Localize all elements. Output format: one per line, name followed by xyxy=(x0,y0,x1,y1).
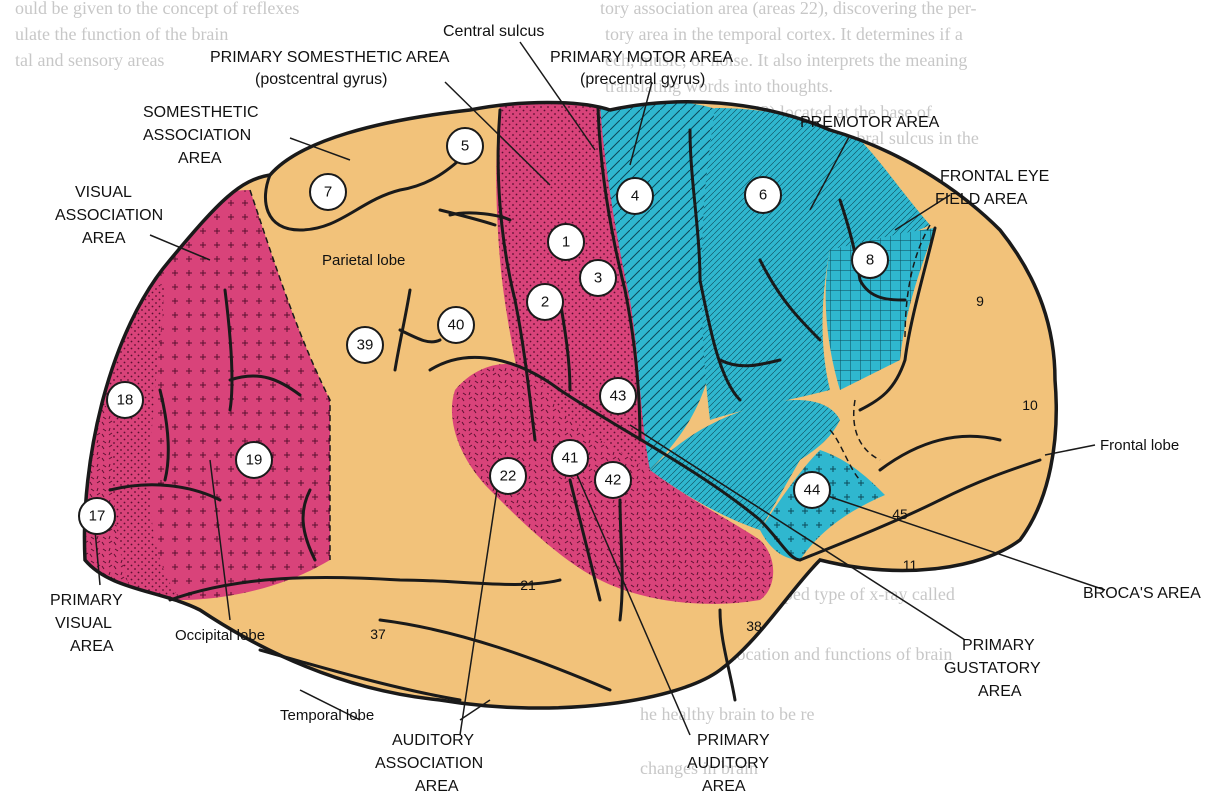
area-42-marker: 42 xyxy=(595,462,631,498)
area-38-number: 38 xyxy=(746,618,762,634)
area-1-number: 1 xyxy=(562,234,570,251)
area-18-number: 18 xyxy=(117,392,134,409)
label-auditory-assoc-l2: ASSOCIATION xyxy=(375,755,483,772)
label-auditory-assoc-l1: AUDITORY xyxy=(392,732,474,749)
area-41-number: 41 xyxy=(562,450,579,467)
label-primary-auditory-l3: AREA xyxy=(702,778,746,795)
svg-text:ould be given to the concept o: ould be given to the concept of reflexes xyxy=(15,0,299,18)
area-6-number: 6 xyxy=(759,187,767,204)
area-45-number: 45 xyxy=(892,506,908,522)
label-visual-assoc-l2: ASSOCIATION xyxy=(55,207,163,224)
label-auditory-assoc-l3: AREA xyxy=(415,778,459,795)
label-primary-somesthetic-l1: PRIMARY SOMESTHETIC AREA xyxy=(210,49,450,66)
area-42-number: 42 xyxy=(605,472,622,489)
label-frontal-eye-l2: FIELD AREA xyxy=(935,191,1028,208)
area-4-number: 4 xyxy=(631,188,639,205)
area-18-marker: 18 xyxy=(107,382,143,418)
area-8-number: 8 xyxy=(866,252,874,269)
area-19-marker: 19 xyxy=(236,442,272,478)
area-7-marker: 7 xyxy=(310,174,346,210)
label-primary-gustatory-l3: AREA xyxy=(978,683,1022,700)
label-primary-somesthetic-l2: (postcentral gyrus) xyxy=(255,71,388,88)
label-premotor: PREMOTOR AREA xyxy=(800,114,940,131)
area-44-marker: 44 xyxy=(794,472,830,508)
label-frontal-lobe: Frontal lobe xyxy=(1100,437,1179,454)
label-central-sulcus: Central sulcus xyxy=(443,23,544,40)
label-primary-auditory-l1: PRIMARY xyxy=(697,732,770,749)
label-brocas-area: BROCA'S AREA xyxy=(1083,585,1201,602)
svg-text:tory association area (areas 2: tory association area (areas 22), discov… xyxy=(600,0,976,19)
area-3-number: 3 xyxy=(594,270,602,287)
area-40-number: 40 xyxy=(448,317,465,334)
area-6-marker: 6 xyxy=(745,177,781,213)
label-primary-visual-l2: VISUAL xyxy=(55,615,112,632)
label-primary-visual-l3: AREA xyxy=(70,638,114,655)
svg-text:he healthy brain to be re: he healthy brain to be re xyxy=(640,704,814,724)
area-39-number: 39 xyxy=(357,337,374,354)
area-2-marker: 2 xyxy=(527,284,563,320)
area-19-number: 19 xyxy=(246,452,263,469)
area-8-marker: 8 xyxy=(852,242,888,278)
area-10-number: 10 xyxy=(1022,397,1038,413)
area-3-marker: 3 xyxy=(580,260,616,296)
label-visual-assoc-l3: AREA xyxy=(82,230,126,247)
area-40-marker: 40 xyxy=(438,307,474,343)
area-4-marker: 4 xyxy=(617,178,653,214)
label-frontal-eye-l1: FRONTAL EYE xyxy=(940,168,1049,185)
area-43-marker: 43 xyxy=(600,378,636,414)
area-21-number: 21 xyxy=(520,577,536,593)
label-primary-gustatory-l1: PRIMARY xyxy=(962,637,1035,654)
area-17-marker: 17 xyxy=(79,498,115,534)
area-22-number: 22 xyxy=(500,468,517,485)
label-primary-gustatory-l2: GUSTATORY xyxy=(944,660,1041,677)
area-22-marker: 22 xyxy=(490,458,526,494)
area-37-number: 37 xyxy=(370,626,386,642)
svg-text:tory area in the temporal cort: tory area in the temporal cortex. It det… xyxy=(605,24,963,44)
area-5-marker: 5 xyxy=(447,128,483,164)
area-7-number: 7 xyxy=(324,184,332,201)
label-temporal-lobe: Temporal lobe xyxy=(280,707,374,724)
label-parietal-lobe: Parietal lobe xyxy=(322,252,405,269)
area-39-marker: 39 xyxy=(347,327,383,363)
label-primary-auditory-l2: AUDITORY xyxy=(687,755,769,772)
label-primary-visual-l1: PRIMARY xyxy=(50,592,123,609)
area-43-number: 43 xyxy=(610,388,627,405)
svg-text:ulate the function of the brai: ulate the function of the brain xyxy=(15,24,228,44)
area-11-number: 11 xyxy=(903,557,918,573)
area-5-number: 5 xyxy=(461,138,469,155)
area-9-number: 9 xyxy=(976,293,984,309)
label-occipital-lobe: Occipital lobe xyxy=(175,627,265,644)
label-visual-assoc-l1: VISUAL xyxy=(75,184,132,201)
label-somesthetic-assoc-l2: ASSOCIATION xyxy=(143,127,251,144)
label-somesthetic-assoc-l3: AREA xyxy=(178,150,222,167)
label-somesthetic-assoc-l1: SOMESTHETIC xyxy=(143,104,259,121)
area-17-number: 17 xyxy=(89,508,106,525)
svg-text:tal and sensory areas: tal and sensory areas xyxy=(15,50,164,70)
area-1-marker: 1 xyxy=(548,224,584,260)
area-44-number: 44 xyxy=(804,482,821,499)
area-2-number: 2 xyxy=(541,294,549,311)
area-41-marker: 41 xyxy=(552,440,588,476)
label-primary-motor-l2: (precentral gyrus) xyxy=(580,71,705,88)
label-primary-motor-l1: PRIMARY MOTOR AREA xyxy=(550,49,733,66)
